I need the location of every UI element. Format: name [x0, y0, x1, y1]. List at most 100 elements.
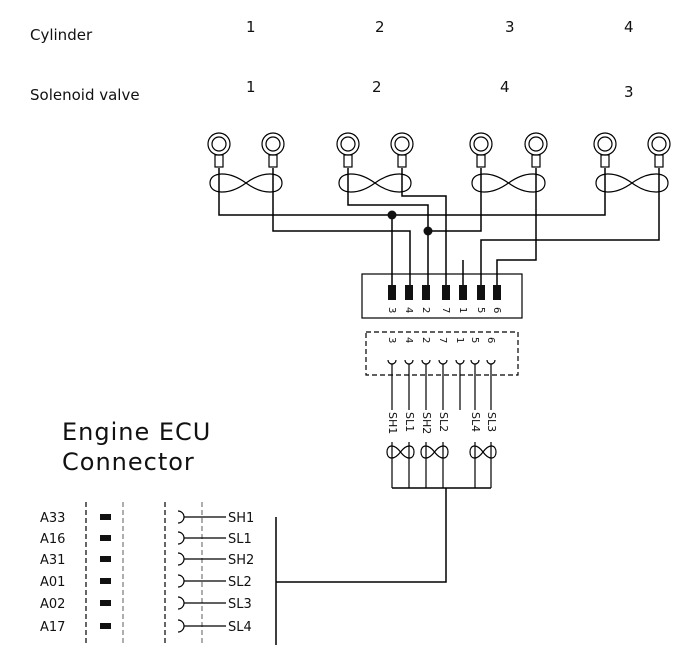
wire [218, 168, 606, 216]
socket-icon [177, 596, 185, 610]
ecu-title-line2: Connector [62, 448, 195, 476]
wire [347, 168, 429, 285]
socket-icon [177, 574, 185, 588]
socket-icon [177, 510, 185, 524]
twisted-pair-icon [209, 173, 283, 193]
socket-icon [387, 359, 397, 365]
solenoid-valve [336, 132, 414, 193]
wire [428, 168, 482, 232]
pin-number: 3 [386, 307, 397, 313]
injector-wiring [218, 168, 660, 285]
terminal-ring-inner [211, 136, 227, 152]
ecu-pin-row: A02 SL3 [40, 596, 252, 612]
pin-number: 5 [469, 337, 480, 343]
terminal-stem [343, 154, 353, 168]
connector-pin [477, 285, 485, 300]
terminal-ring-inner [340, 136, 356, 152]
junction-dot [423, 226, 433, 236]
pin-number: 1 [457, 307, 468, 313]
valve-numbers: 1 2 4 3 [246, 78, 634, 101]
terminal-stem [397, 154, 407, 168]
terminal-ring-inner [528, 136, 544, 152]
ecu-signal-label: SL4 [228, 620, 252, 635]
cylinder-number: 1 [246, 18, 256, 36]
twisted-pair-icon [471, 173, 546, 193]
signal-label: SL3 [485, 412, 498, 432]
cylinder-label: Cylinder [30, 26, 93, 44]
wire [480, 168, 660, 285]
valve-number: 2 [372, 78, 382, 96]
ecu-pin [100, 623, 111, 629]
socket-icon [438, 359, 448, 365]
cylinder-number: 3 [505, 18, 515, 36]
harness-bus [275, 487, 491, 645]
terminal-ring-inner [597, 136, 613, 152]
ecu-pin [100, 578, 111, 584]
pin-number: 4 [403, 337, 414, 343]
ecu-pin-row: A17 SL4 [40, 619, 252, 635]
terminal-ring-icon [524, 132, 548, 156]
ecu-signal-label: SL3 [228, 597, 252, 612]
pin-number: 7 [440, 307, 451, 313]
terminal-ring-inner [473, 136, 489, 152]
upper-connector-body [361, 273, 523, 319]
ecu-pin-label: A02 [40, 597, 65, 612]
ecu-pin-label: A33 [40, 511, 65, 526]
connector-pin [493, 285, 501, 300]
terminal-stem [214, 154, 224, 168]
pin-number: 1 [454, 337, 465, 343]
solenoid-valve [593, 132, 671, 193]
ecu-signal-label: SH1 [228, 511, 254, 526]
cylinder-number: 4 [624, 18, 634, 36]
terminal-ring-icon [390, 132, 414, 156]
twisted-pair-icon [386, 445, 415, 459]
valve-number: 3 [624, 83, 634, 101]
pin-number: 2 [420, 307, 431, 313]
bus-wire [276, 488, 447, 583]
connector-pin [388, 285, 396, 300]
signal-label: SH1 [386, 412, 399, 434]
ecu-pin-label: A17 [40, 620, 65, 635]
pin-number: 7 [437, 337, 448, 343]
pin-number: 3 [386, 337, 397, 343]
wire [401, 168, 447, 285]
twisted-pair-icon [420, 445, 449, 459]
pin-number: 5 [475, 307, 486, 313]
signal-label: SH2 [420, 412, 433, 434]
ecu-pin [100, 556, 111, 562]
wire [496, 168, 537, 285]
solenoid-valve [207, 132, 285, 193]
ecu-pin-label: A16 [40, 532, 65, 547]
pin-number: 6 [485, 337, 496, 343]
socket-icon [455, 359, 465, 365]
ecu-pin-row: A16 SL1 [40, 531, 252, 547]
ecu-title-line1: Engine ECU [62, 418, 211, 446]
socket-icon [177, 531, 185, 545]
valve-number: 1 [246, 78, 256, 96]
connector-pin [459, 285, 467, 300]
socket-icon [486, 359, 496, 365]
terminal-ring-inner [394, 136, 410, 152]
signal-label: SL1 [403, 412, 416, 432]
terminal-ring-icon [647, 132, 671, 156]
ecu-pin [100, 535, 111, 541]
solenoid-valves [207, 132, 671, 193]
connector-pin [422, 285, 430, 300]
connector-pin [405, 285, 413, 300]
ecu-signal-label: SL2 [228, 575, 252, 590]
valve-number: 4 [500, 78, 510, 96]
terminal-ring-icon [469, 132, 493, 156]
ecu-pin-label: A01 [40, 575, 65, 590]
socket-icon [470, 359, 480, 365]
junction-dot [387, 210, 397, 220]
terminal-ring-icon [336, 132, 360, 156]
signal-label: SL4 [469, 412, 482, 432]
twisted-pair-icon [595, 173, 669, 193]
twisted-pair-icon [469, 445, 497, 459]
terminal-ring-icon [261, 132, 285, 156]
ecu-pin [100, 600, 111, 606]
ecu-signal-label: SL1 [228, 532, 252, 547]
terminal-ring-icon [207, 132, 231, 156]
